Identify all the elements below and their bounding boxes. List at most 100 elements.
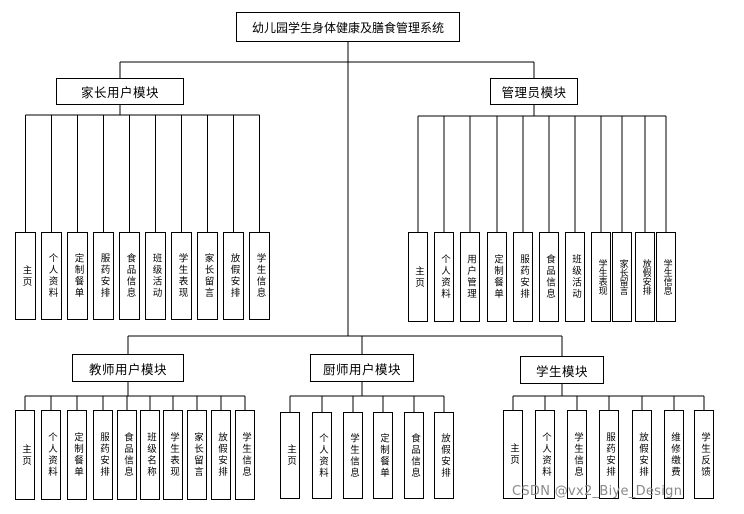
leaf-teacher-3: 服药安排: [93, 410, 113, 500]
leaf-label: 维修缴费: [668, 431, 680, 478]
module-admin: 管理员模块: [490, 78, 578, 105]
leaf-admin-0: 主页: [408, 232, 428, 322]
leaf-parent-6: 学生表现: [171, 232, 192, 320]
leaf-label: 食品信息: [121, 432, 133, 478]
leaf-label: 个人资料: [45, 432, 57, 478]
leaf-chef-4: 食品信息: [404, 412, 424, 499]
leaf-admin-4: 服药安排: [513, 232, 533, 322]
leaf-student-5: 维修缴费: [664, 410, 684, 499]
leaf-student-4: 放假安排: [632, 410, 652, 499]
module-label: 学生模块: [535, 363, 588, 379]
leaf-admin-9: 放假安排: [635, 232, 655, 322]
leaf-student-2: 学生信息: [567, 410, 587, 499]
leaf-teacher-1: 个人资料: [41, 410, 61, 500]
root-node: 幼儿园学生身体健康及膳食管理系统: [236, 12, 460, 42]
leaf-parent-8: 放假安排: [223, 232, 244, 320]
leaf-label: 学生表现: [176, 253, 188, 299]
leaf-admin-3: 定制餐单: [487, 232, 507, 322]
leaf-teacher-9: 学生信息: [235, 410, 255, 500]
leaf-label: 放假安排: [215, 432, 227, 478]
leaf-parent-9: 学生信息: [249, 232, 270, 320]
leaf-label: 主页: [412, 265, 424, 289]
leaf-label: 食品信息: [543, 254, 555, 300]
module-teacher: 教师用户模块: [72, 354, 184, 382]
root-node-label: 幼儿园学生身体健康及膳食管理系统: [251, 20, 444, 35]
leaf-label: 定制餐单: [71, 432, 83, 478]
leaf-label: 服药安排: [98, 253, 110, 299]
leaf-student-1: 个人资料: [535, 410, 555, 499]
leaf-parent-4: 食品信息: [119, 232, 140, 320]
leaf-label: 学生信息: [347, 432, 359, 479]
leaf-label: 定制餐单: [491, 254, 503, 300]
leaf-teacher-4: 食品信息: [117, 410, 137, 500]
leaf-label: 个人资料: [316, 432, 328, 479]
leaf-parent-0: 主页: [15, 232, 36, 320]
leaf-parent-1: 个人资料: [41, 232, 62, 320]
leaf-parent-5: 班级活动: [145, 232, 166, 320]
leaf-label: 用户管理: [464, 254, 476, 300]
leaf-label: 主页: [284, 444, 296, 467]
leaf-student-6: 学生反馈: [694, 410, 714, 499]
leaf-label: 个人资料: [46, 253, 58, 299]
leaf-label: 学生信息: [254, 253, 266, 299]
leaf-label: 服药安排: [517, 254, 529, 300]
leaf-parent-3: 服药安排: [93, 232, 114, 320]
leaf-label: 主页: [19, 443, 31, 467]
leaf-label: 家长留言: [617, 259, 628, 295]
leaf-teacher-0: 主页: [15, 410, 35, 500]
leaf-label: 个人资料: [539, 431, 551, 478]
leaf-label: 家长留言: [191, 432, 203, 478]
leaf-label: 服药安排: [603, 431, 615, 478]
leaf-parent-7: 家长留言: [197, 232, 218, 320]
module-label: 管理员模块: [501, 85, 567, 100]
leaf-admin-5: 食品信息: [539, 232, 559, 322]
leaf-label: 服药安排: [97, 432, 109, 478]
leaf-label: 班级活动: [150, 253, 162, 299]
leaf-teacher-2: 定制餐单: [67, 410, 87, 500]
module-parent: 家长用户模块: [56, 78, 184, 105]
leaf-label: 学生信息: [571, 431, 583, 478]
leaf-label: 家长留言: [202, 253, 214, 299]
leaf-label: 学生表现: [596, 259, 607, 295]
leaf-chef-0: 主页: [280, 412, 300, 499]
leaf-label: 食品信息: [124, 253, 136, 299]
leaf-label: 放假安排: [636, 431, 648, 478]
leaf-label: 学生反馈: [698, 431, 710, 478]
leaf-label: 班级活动: [569, 254, 581, 300]
leaf-student-3: 服药安排: [599, 410, 619, 499]
module-label: 厨师用户模块: [322, 361, 401, 377]
leaf-chef-2: 学生信息: [343, 412, 363, 499]
module-label: 家长用户模块: [80, 85, 159, 100]
leaf-label: 主页: [20, 264, 32, 288]
leaf-label: 定制餐单: [377, 432, 389, 479]
module-label: 教师用户模块: [88, 361, 167, 377]
leaf-label: 放假安排: [228, 253, 240, 299]
leaf-student-0: 主页: [503, 410, 523, 499]
leaf-label: 主页: [507, 443, 519, 466]
leaf-teacher-7: 家长留言: [187, 410, 207, 500]
leaf-chef-5: 放假安排: [434, 412, 454, 499]
leaf-admin-2: 用户管理: [460, 232, 480, 322]
leaf-label: 食品信息: [408, 432, 420, 479]
leaf-admin-1: 个人资料: [434, 232, 454, 322]
leaf-admin-8: 家长留言: [612, 232, 632, 322]
leaf-teacher-5: 班级名称: [140, 410, 160, 500]
leaf-admin-10: 学生信息: [656, 232, 676, 322]
module-chef: 厨师用户模块: [310, 354, 414, 382]
leaf-label: 放假安排: [640, 259, 651, 295]
leaf-chef-1: 个人资料: [312, 412, 332, 499]
leaf-teacher-6: 学生表现: [163, 410, 183, 500]
leaf-label: 学生表现: [167, 432, 179, 478]
leaf-parent-2: 定制餐单: [67, 232, 88, 320]
leaf-chef-3: 定制餐单: [373, 412, 393, 499]
leaf-label: 学生信息: [239, 432, 251, 478]
leaf-label: 学生信息: [661, 259, 672, 295]
leaf-label: 放假安排: [438, 432, 450, 479]
leaf-admin-7: 学生表现: [591, 232, 611, 322]
module-student: 学生模块: [520, 356, 604, 384]
leaf-label: 班级名称: [144, 432, 156, 478]
leaf-label: 个人资料: [438, 254, 450, 300]
leaf-teacher-8: 放假安排: [211, 410, 231, 500]
